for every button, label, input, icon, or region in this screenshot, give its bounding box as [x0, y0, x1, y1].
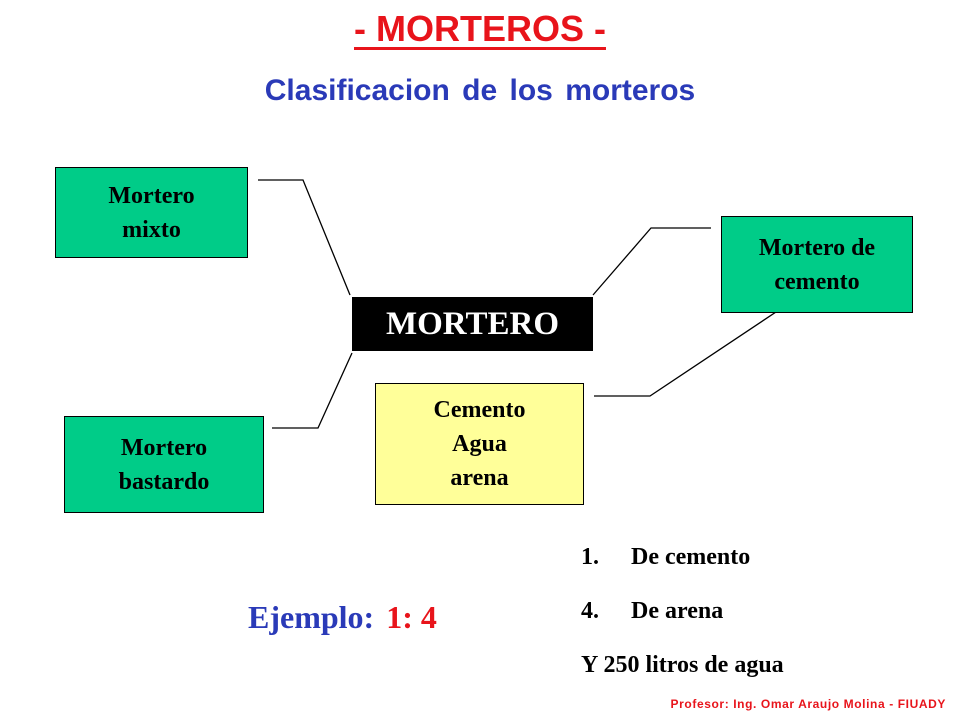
- box-mortero-bastardo-line-1: Mortero: [120, 434, 208, 461]
- water-line: Y 250 litros de agua: [581, 652, 784, 678]
- box-mortero-cemento-line-2: cemento: [774, 268, 860, 295]
- box-mortero-cemento: Mortero de cemento: [721, 216, 913, 313]
- list-item-text: De cemento: [631, 544, 751, 570]
- box-mortero-mixto-line-1: Mortero: [108, 182, 195, 209]
- example-ratio: 1: 4: [386, 599, 437, 635]
- componente-agua: Agua: [452, 431, 507, 457]
- list-item: 4. De arena: [581, 589, 784, 643]
- box-mortero-bastardo-line-2: bastardo: [118, 468, 210, 495]
- box-componentes: Cemento Agua arena: [375, 383, 584, 505]
- connector-bastardo: [272, 352, 353, 429]
- connector-componentes: [594, 305, 786, 397]
- connector-cemento: [592, 227, 711, 296]
- footer-credit: Profesor: Ing. Omar Araujo Molina - FIUA…: [670, 697, 946, 711]
- list-item: 1. De cemento: [581, 535, 784, 589]
- example-label: Ejemplo:: [248, 599, 375, 635]
- page-subtitle: Clasificacion de los morteros: [264, 74, 696, 107]
- componente-arena: arena: [450, 465, 509, 491]
- componente-cemento: Cemento: [433, 397, 526, 423]
- box-mortero-mixto: Mortero mixto: [55, 167, 248, 258]
- example: Ejemplo: 1: 4: [248, 599, 437, 636]
- box-mortero-cemento-line-1: Mortero de: [758, 234, 876, 261]
- box-mortero-mixto-line-2: mixto: [122, 216, 181, 243]
- list-item-number: 1.: [581, 544, 599, 570]
- box-mortero-center: MORTERO: [352, 297, 593, 351]
- connector-mixto: [258, 179, 351, 296]
- box-mortero-bastardo: Mortero bastardo: [64, 416, 264, 513]
- page-title: - MORTEROS -: [354, 8, 606, 49]
- list-item-number: 4.: [581, 598, 599, 624]
- proportion-list: 1. De cemento 4. De arena Y 250 litros de …: [581, 535, 784, 697]
- list-item-text: De arena: [631, 598, 724, 624]
